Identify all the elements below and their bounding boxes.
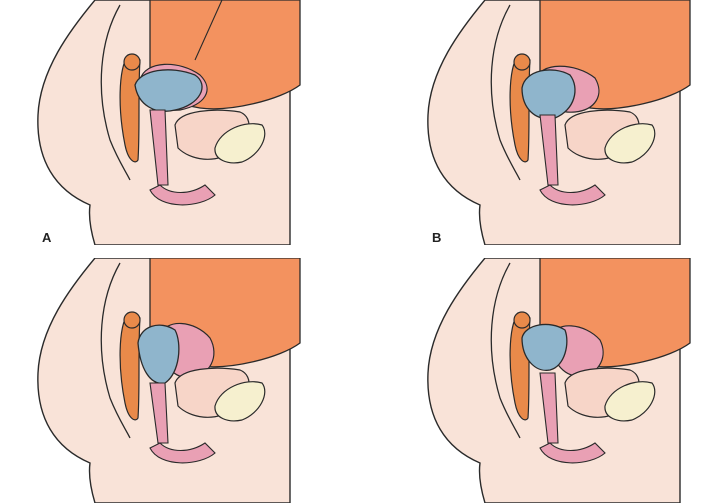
pubic-region: [539, 184, 606, 206]
cervix: [539, 114, 559, 186]
panel-b: B: [390, 0, 720, 245]
anatomy-illustration-c: [37, 258, 301, 503]
panel-a: A: [0, 0, 330, 245]
panel-d: [390, 258, 720, 503]
anatomy-illustration-a: [37, 0, 301, 245]
bladder-blue: [137, 324, 180, 384]
pubic-bone: [214, 381, 266, 422]
bladder-blue: [134, 69, 203, 112]
panel-c: [0, 258, 330, 503]
sacrum: [100, 262, 131, 439]
bowel-loop: [123, 311, 141, 329]
panel-label-a: A: [42, 230, 52, 245]
tissue-line: [194, 0, 223, 61]
cervix: [539, 372, 559, 444]
pubic-bone: [214, 123, 266, 164]
anatomy-illustration-b: [427, 0, 691, 245]
bowel-loop: [123, 53, 141, 71]
sacrum: [490, 4, 521, 181]
bladder-blue: [521, 323, 568, 371]
pubic-region: [149, 442, 216, 464]
panel-label-b: B: [432, 230, 442, 245]
sacrum: [490, 262, 521, 439]
pubic-region: [539, 442, 606, 464]
bowel-loop: [513, 53, 531, 71]
bladder-blue: [521, 69, 576, 120]
sacrum: [100, 4, 131, 181]
pubic-bone: [604, 381, 656, 422]
cervix: [149, 109, 169, 186]
anatomy-illustration-d: [427, 258, 691, 503]
bowel-loop: [513, 311, 531, 329]
cervix: [149, 382, 169, 444]
pubic-region: [149, 184, 216, 206]
pubic-bone: [604, 123, 656, 164]
